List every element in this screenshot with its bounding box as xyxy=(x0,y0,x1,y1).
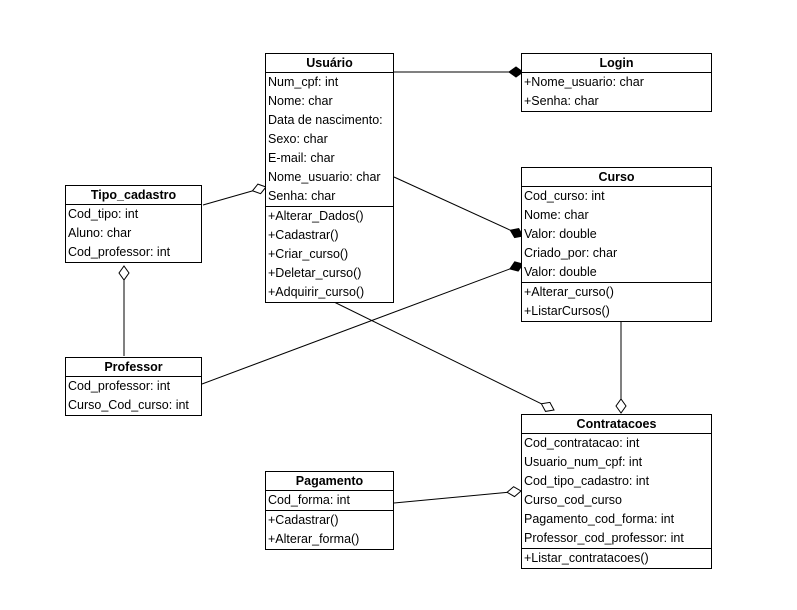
aggregation-diamond-icon xyxy=(506,486,522,498)
attribute-row: Nome: char xyxy=(268,94,333,108)
attribute-row: +Senha: char xyxy=(524,94,599,108)
attribute-row: Usuario_num_cpf: int xyxy=(524,455,643,469)
class-title: Pagamento xyxy=(266,472,393,491)
method-row: +Alterar_Dados() xyxy=(268,209,364,223)
aggregation-diamond-icon xyxy=(540,401,555,412)
method-row: +Cadastrar() xyxy=(268,228,339,242)
method-row: +Criar_curso() xyxy=(268,247,349,261)
method-row: +Adquirir_curso() xyxy=(268,285,365,299)
aggregation-diamond-icon xyxy=(118,265,130,281)
aggregation-diamond-icon xyxy=(251,183,267,195)
attribute-list: Cod_forma: int xyxy=(266,491,393,511)
method-list: +Listar_contratacoes() xyxy=(522,549,711,568)
association-line-professor-curso xyxy=(201,268,511,385)
method-list: +Alterar_curso() +ListarCursos() xyxy=(522,283,711,321)
attribute-row: Curso_cod_curso xyxy=(524,493,622,507)
class-pagamento: Pagamento Cod_forma: int +Cadastrar() +Al… xyxy=(265,471,394,550)
attribute-row: Aluno: char xyxy=(68,226,132,240)
aggregation-diamond-icon xyxy=(615,398,627,414)
association-line-usuario-curso xyxy=(393,176,511,231)
association-line-tipo_cadastro-usuario xyxy=(202,190,253,206)
attribute-row: Num_cpf: int xyxy=(268,75,339,89)
attribute-row: Senha: char xyxy=(268,189,336,203)
method-row: +Alterar_forma() xyxy=(268,532,360,546)
composition-diamond-icon xyxy=(508,66,524,78)
attribute-row: Cod_contratacao: int xyxy=(524,436,640,450)
attribute-row: E-mail: char xyxy=(268,151,335,165)
attribute-row: Data de nascimento: xyxy=(268,113,383,127)
attribute-row: +Nome_usuario: char xyxy=(524,75,644,89)
attribute-row: Cod_professor: int xyxy=(68,379,171,393)
attribute-row: Pagamento_cod_forma: int xyxy=(524,512,675,526)
attribute-row: Cod_professor: int xyxy=(68,245,171,259)
method-row: +Deletar_curso() xyxy=(268,266,362,280)
attribute-row: Valor: double xyxy=(524,265,597,279)
method-row: +ListarCursos() xyxy=(524,304,610,318)
class-title: Login xyxy=(522,54,711,73)
class-login: Login +Nome_usuario: char +Senha: char xyxy=(521,53,712,112)
method-list: +Alterar_Dados() +Cadastrar() +Criar_curso… xyxy=(266,207,393,302)
attribute-row: Cod_tipo_cadastro: int xyxy=(524,474,650,488)
method-row: +Listar_contratacoes() xyxy=(524,551,649,565)
attribute-row: Valor: double xyxy=(524,227,597,241)
class-title: Professor xyxy=(66,358,201,377)
attribute-row: Professor_cod_professor: int xyxy=(524,531,684,545)
attribute-row: Nome_usuario: char xyxy=(268,170,381,184)
attribute-row: Cod_forma: int xyxy=(268,493,350,507)
attribute-row: Nome: char xyxy=(524,208,589,222)
association-line-usuario-contratacoes xyxy=(329,299,542,405)
attribute-row: Curso_Cod_curso: int xyxy=(68,398,189,412)
attribute-row: Criado_por: char xyxy=(524,246,618,260)
class-title: Contratacoes xyxy=(522,415,711,434)
class-title: Usuário xyxy=(266,54,393,73)
attribute-row: Cod_curso: int xyxy=(524,189,605,203)
method-row: +Cadastrar() xyxy=(268,513,339,527)
class-title: Tipo_cadastro xyxy=(66,186,201,205)
attribute-list: +Nome_usuario: char +Senha: char xyxy=(522,73,711,111)
composition-diamond-icon xyxy=(509,261,524,272)
method-list: +Cadastrar() +Alterar_forma() xyxy=(266,511,393,549)
method-row: +Alterar_curso() xyxy=(524,285,614,299)
association-line-pagamento-contratacoes xyxy=(393,491,508,504)
attribute-row: Cod_tipo: int xyxy=(68,207,139,221)
composition-diamond-icon xyxy=(509,227,524,239)
class-title: Curso xyxy=(522,168,711,187)
attribute-row: Sexo: char xyxy=(268,132,328,146)
